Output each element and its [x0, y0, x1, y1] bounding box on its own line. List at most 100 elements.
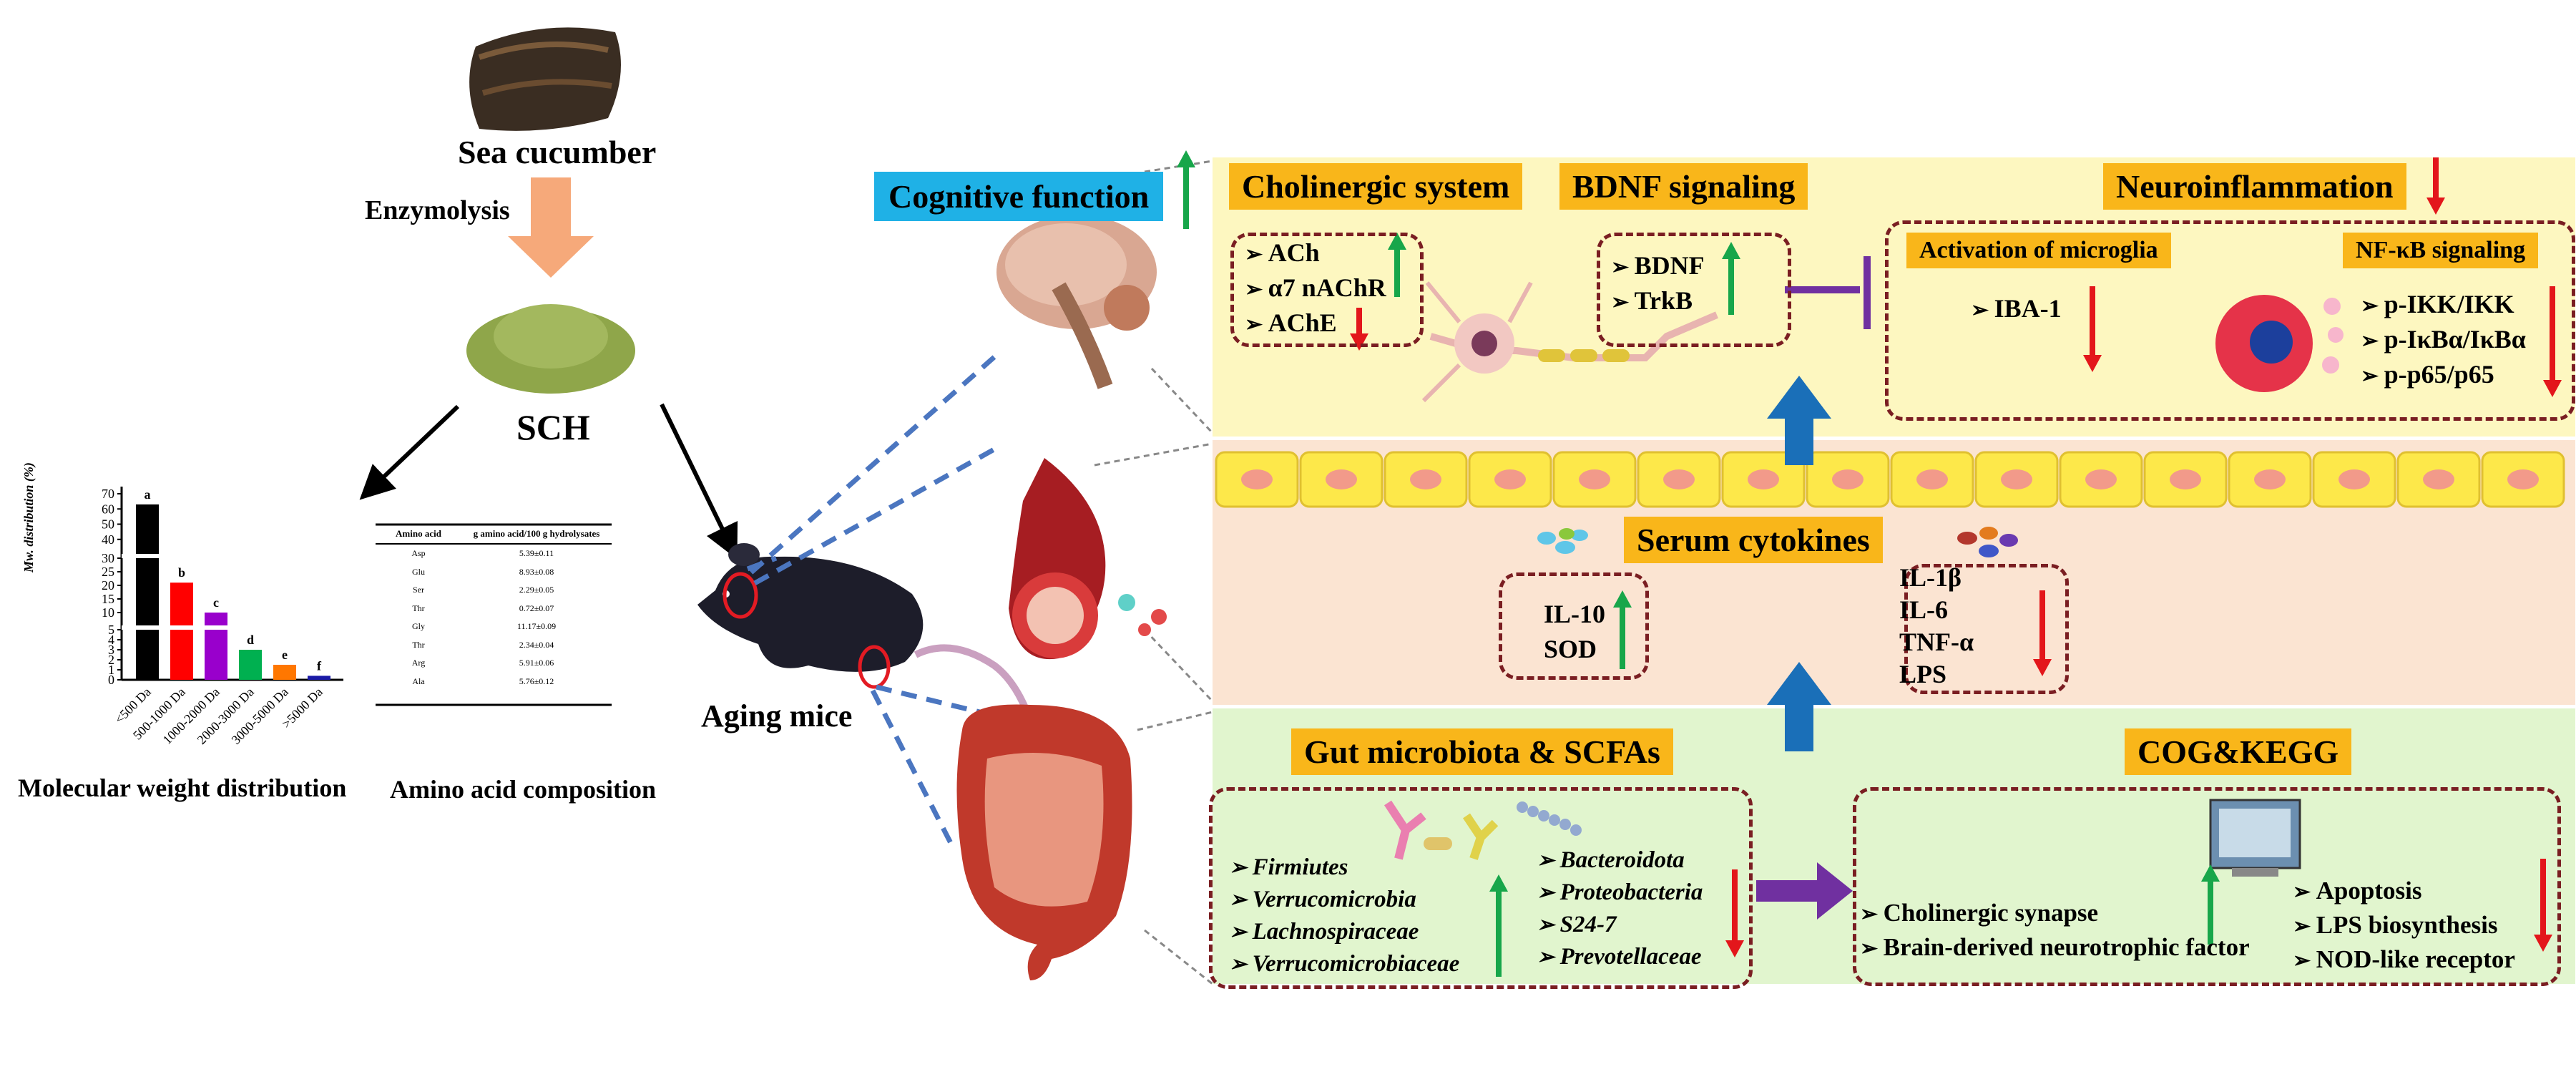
y-tick-label: 15 [102, 592, 114, 606]
microglia-label: Activation of microglia [1906, 233, 2171, 268]
serum-item-sod: SOD [1544, 635, 1597, 663]
gut-up-list: Firmiutes Verrucomicrobia Lachnospiracea… [1229, 852, 1460, 980]
blue-arrow-serum-to-brain [1767, 376, 1831, 465]
mw-caption: Molecular weight distribution [18, 774, 347, 802]
y-tick-label: 3 [108, 643, 114, 657]
cell-nucleus [2507, 469, 2539, 489]
arrow-to-chart [359, 404, 460, 500]
serum-up-list: IL-10 SOD [1544, 598, 1605, 668]
aa-name: Thr [412, 603, 425, 613]
cell-nucleus [1494, 469, 1526, 489]
aa-table-row: Thr 0.72±0.07 [376, 603, 612, 622]
serum-cytokines-label: Serum cytokines [1624, 517, 1883, 563]
axis-break [122, 625, 343, 630]
cholinergic-item-ach: ACh [1245, 236, 1386, 271]
cog-down-list: Apoptosis LPS biosynthesis NOD-like rece… [2293, 874, 2515, 978]
aa-value: 2.34±0.04 [519, 639, 554, 650]
aging-mice-label: Aging mice [701, 698, 853, 733]
y-tick-label: 2 [108, 653, 114, 667]
chart-ylabel: Mw. distribution (%) [21, 462, 36, 572]
cell-nucleus [2085, 469, 2117, 489]
bar [308, 676, 330, 680]
aa-table-row: Gly 11.17±0.09 [376, 621, 612, 640]
nfkb-item-ikk: p-IKK/IKK [2361, 288, 2526, 323]
bdnf-box [1597, 233, 1791, 347]
cell-nucleus [1241, 469, 1273, 489]
bar-letter: c [213, 595, 219, 610]
aa-value: 11.17±0.09 [516, 621, 557, 631]
aa-name: Asp [411, 548, 426, 558]
y-tick-label: 40 [102, 532, 114, 547]
cog-item-cholinergic: Cholinergic synapse [1860, 897, 2250, 931]
bacteria-image [1384, 800, 1582, 860]
bar [136, 504, 159, 680]
y-tick-label: 30 [102, 551, 114, 565]
bar [205, 613, 227, 680]
cell-nucleus [1748, 469, 1779, 489]
cell-nucleus [2001, 469, 2032, 489]
serum-item-lps: LPS [1899, 660, 1947, 688]
bar-letter: b [178, 565, 185, 580]
cell-nucleus [1663, 469, 1695, 489]
arrow-to-mice [660, 403, 738, 560]
aa-table: Amino acid g amino acid/100 g hydrolysat… [376, 528, 612, 694]
cell-nucleus [2339, 469, 2370, 489]
bar [170, 582, 193, 680]
cell-nucleus [2423, 469, 2454, 489]
aa-value: 8.93±0.08 [519, 566, 554, 577]
y-tick-label: 70 [102, 487, 114, 501]
aa-value: 5.91±0.06 [519, 658, 554, 668]
cell-nucleus [1916, 469, 1948, 489]
gut-item-lachnospiraceae: Lachnospiraceae [1229, 916, 1459, 948]
aa-name: Glu [412, 566, 425, 577]
serum-down-box [1904, 564, 2069, 694]
y-tick-label: 0 [108, 673, 114, 687]
cell-nucleus [1326, 469, 1357, 489]
serum-item-tnfa: TNF-α [1899, 628, 1974, 656]
bar-letter: d [247, 633, 254, 647]
aa-name: Arg [411, 658, 426, 668]
aa-table-row: Asp 5.39±0.11 [376, 548, 612, 567]
microglia-item-iba1: IBA-1 [1971, 292, 2062, 327]
brain-marker-circle [723, 572, 758, 619]
bdnf-item-bdnf: BDNF [1611, 249, 1705, 284]
aa-value: 0.72±0.07 [519, 603, 554, 613]
serum-down-list: IL-1β IL-6 TNF-α LPS [1899, 562, 1974, 691]
microglia-list: IBA-1 [1971, 292, 2062, 327]
cell-layer [1215, 451, 2565, 508]
sea-cucumber-image [469, 27, 621, 131]
bar [273, 665, 296, 680]
microglia-image [2215, 295, 2344, 392]
enzymolysis-arrow [508, 177, 594, 278]
neuroinflammation-box [1885, 220, 2575, 421]
cell-nucleus [2254, 469, 2286, 489]
intestine-image [956, 704, 1132, 980]
blood-vessel-image [1009, 458, 1167, 660]
serum-item-il10: IL-10 [1544, 600, 1606, 628]
cholinergic-list: ACh α7 nAChR AChE [1245, 236, 1386, 341]
cholinergic-item-nachr: α7 nAChR [1245, 271, 1386, 306]
aa-table-row: Glu 8.93±0.08 [376, 567, 612, 585]
aa-name: Gly [412, 621, 425, 631]
axis-break [122, 554, 343, 558]
aa-value: 5.39±0.11 [519, 548, 554, 558]
sea-cucumber-label: Sea cucumber [458, 134, 657, 170]
computer-image [2209, 799, 2301, 877]
y-tick-label: 25 [102, 565, 114, 579]
cog-item-lps: LPS biosynthesis [2293, 909, 2515, 943]
aa-header-1: g amino acid/100 g hydrolysates [473, 528, 600, 539]
cog-item-apoptosis: Apoptosis [2293, 874, 2515, 909]
gut-box [1209, 787, 1753, 989]
nfkb-item-p65: p-p65/p65 [2361, 358, 2526, 393]
cognitive-function-label: Cognitive function [874, 172, 1164, 221]
cholinergic-item-ache: AChE [1245, 306, 1386, 341]
bdnf-label: BDNF signaling [1559, 163, 1808, 210]
gut-marker-circle [858, 645, 891, 689]
cog-up-list: Cholinergic synapse Brain-derived neurot… [1860, 897, 2250, 965]
gut-item-verrucomicrobia: Verrucomicrobia [1229, 884, 1459, 916]
bar-letter: e [282, 648, 288, 662]
enzymolysis-label: Enzymolysis [365, 195, 510, 225]
